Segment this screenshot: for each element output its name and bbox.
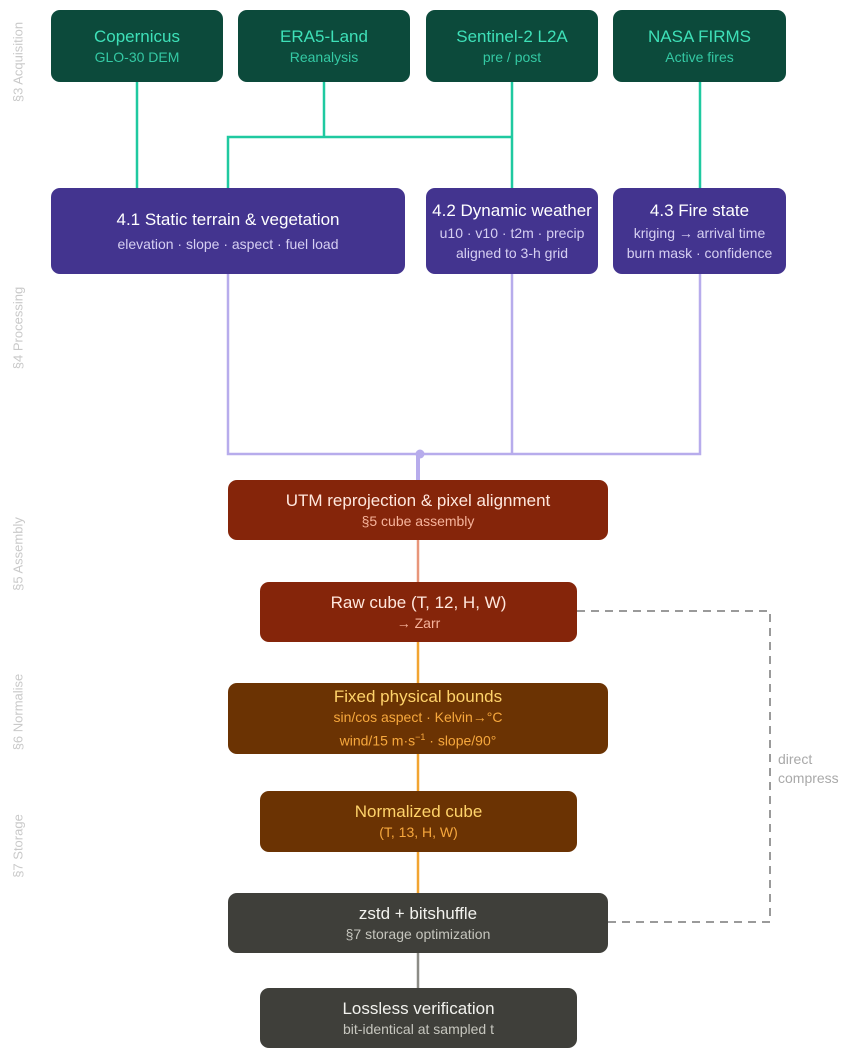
bypass-label-line-2: compress — [778, 770, 839, 786]
stage-label-processing: §4 Processing — [10, 286, 26, 370]
raw-cube-subtitle: → Zarr — [396, 614, 441, 631]
processing-detail: burn mask · confidence — [626, 244, 773, 261]
bypass-label: direct compress — [778, 750, 839, 788]
lossless-verification-box: Lossless verification bit-identical at s… — [260, 988, 577, 1048]
source-subtitle: Active fires — [665, 48, 734, 65]
stage-label-assembly: §5 Assembly — [10, 517, 26, 591]
source-sentinel-2: Sentinel-2 L2A pre / post — [426, 10, 598, 82]
assembly-subtitle: §5 cube assembly — [361, 512, 475, 529]
processing-detail: aligned to 3-h grid — [455, 244, 569, 261]
source-title: Sentinel-2 L2A — [456, 26, 568, 46]
stage-label-normalise: §6 Normalise — [10, 673, 26, 751]
verification-title: Lossless verification — [342, 998, 495, 1018]
raw-cube-box: Raw cube (T, 12, H, W) → Zarr — [260, 582, 577, 642]
processing-fire-state: 4.3 Fire state kriging → arrival time bu… — [613, 188, 786, 274]
processing-static-terrain: 4.1 Static terrain & vegetation elevatio… — [51, 188, 405, 274]
bounds-slope: · slope/90° — [425, 732, 497, 749]
assembly-title: UTM reprojection & pixel alignment — [285, 490, 551, 510]
compression-box: zstd + bitshuffle §7 storage optimizatio… — [228, 893, 608, 953]
wire-static — [226, 274, 418, 456]
assembly-utm-reprojection: UTM reprojection & pixel alignment §5 cu… — [228, 480, 608, 540]
source-title: NASA FIRMS — [648, 26, 751, 46]
stage-label-acquisition: §3 Acquisition — [10, 21, 26, 103]
normalized-cube-box: Normalized cube (T, 13, H, W) — [260, 791, 577, 852]
source-era5-land: ERA5-Land Reanalysis — [238, 10, 410, 82]
acquisition-connectors — [135, 82, 702, 188]
processing-title: 4.3 Fire state — [649, 200, 750, 220]
bounds-wind: wind/15 m·s — [339, 732, 416, 749]
processing-detail: elevation · slope · aspect · fuel load — [117, 235, 339, 252]
source-subtitle: Reanalysis — [289, 48, 359, 65]
bounds-line-1: sin/cos aspect · Kelvin→°C — [333, 709, 503, 726]
bypass-dashed-line — [577, 610, 771, 923]
processing-detail: u10 · v10 · t2m · precip — [439, 224, 585, 241]
raw-cube-title: Raw cube (T, 12, H, W) — [330, 592, 507, 612]
stage-label-storage: §7 Storage — [10, 814, 26, 878]
fixed-physical-bounds-box: Fixed physical bounds sin/cos aspect · K… — [228, 683, 608, 754]
processing-connectors — [226, 274, 702, 480]
source-subtitle: GLO-30 DEM — [94, 48, 180, 65]
normalized-title: Normalized cube — [354, 802, 483, 821]
source-title: Copernicus — [94, 26, 180, 46]
source-nasa-firms: NASA FIRMS Active fires — [613, 10, 786, 82]
bounds-line-2: wind/15 m·s−1 · slope/90° — [340, 727, 497, 751]
wire-era5-branch — [226, 135, 512, 188]
compression-subtitle: §7 storage optimization — [345, 925, 491, 942]
processing-dynamic-weather: 4.2 Dynamic weather u10 · v10 · t2m · pr… — [426, 188, 598, 274]
wire-fire — [418, 274, 702, 456]
merge-dot — [415, 449, 425, 459]
verification-subtitle: bit-identical at sampled t — [343, 1020, 494, 1037]
processing-title: 4.1 Static terrain & vegetation — [116, 209, 340, 229]
bounds-exponent: −1 — [415, 732, 426, 743]
normalized-subtitle: (T, 13, H, W) — [379, 824, 458, 840]
bypass-label-line-1: direct — [778, 751, 813, 767]
processing-detail: kriging → arrival time — [633, 224, 766, 241]
source-copernicus: Copernicus GLO-30 DEM — [51, 10, 223, 82]
compression-title: zstd + bitshuffle — [358, 903, 478, 923]
source-title: ERA5-Land — [280, 26, 368, 46]
processing-title: 4.2 Dynamic weather — [432, 200, 592, 220]
source-subtitle: pre / post — [482, 48, 542, 65]
bounds-title: Fixed physical bounds — [333, 687, 503, 707]
